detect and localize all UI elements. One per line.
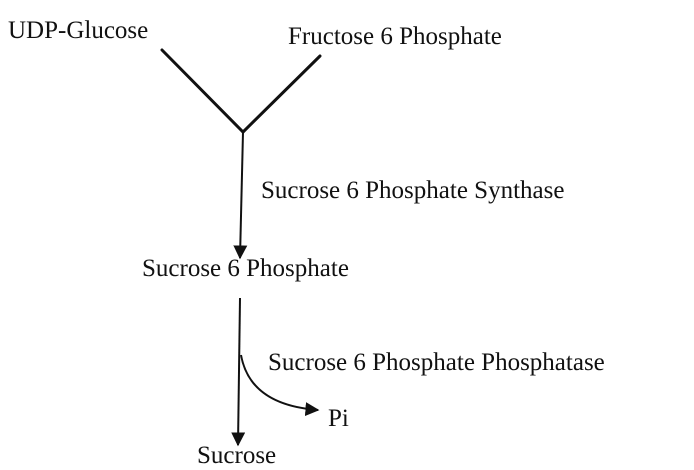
sucrose-6-phosphate-synthase-label: Sucrose 6 Phosphate Synthase bbox=[261, 177, 565, 204]
pi-release-curve-arrow bbox=[240, 354, 320, 417]
sucrose-6-phosphate-label: Sucrose 6 Phosphate bbox=[142, 255, 349, 282]
synthase-reaction-arrow bbox=[233, 131, 248, 260]
udp-glucose-label: UDP-Glucose bbox=[8, 17, 149, 44]
fructose-6-phosphate-branch-line bbox=[241, 54, 322, 134]
sucrose-label: Sucrose bbox=[197, 442, 277, 469]
phosphatase-reaction-arrow bbox=[231, 297, 246, 447]
pi-label: Pi bbox=[328, 405, 349, 432]
sucrose-6-phosphate-phosphatase-label: Sucrose 6 Phosphate Phosphatase bbox=[268, 349, 605, 376]
udp-glucose-branch-line bbox=[160, 48, 245, 134]
fructose-6-phosphate-label: Fructose 6 Phosphate bbox=[288, 23, 502, 50]
